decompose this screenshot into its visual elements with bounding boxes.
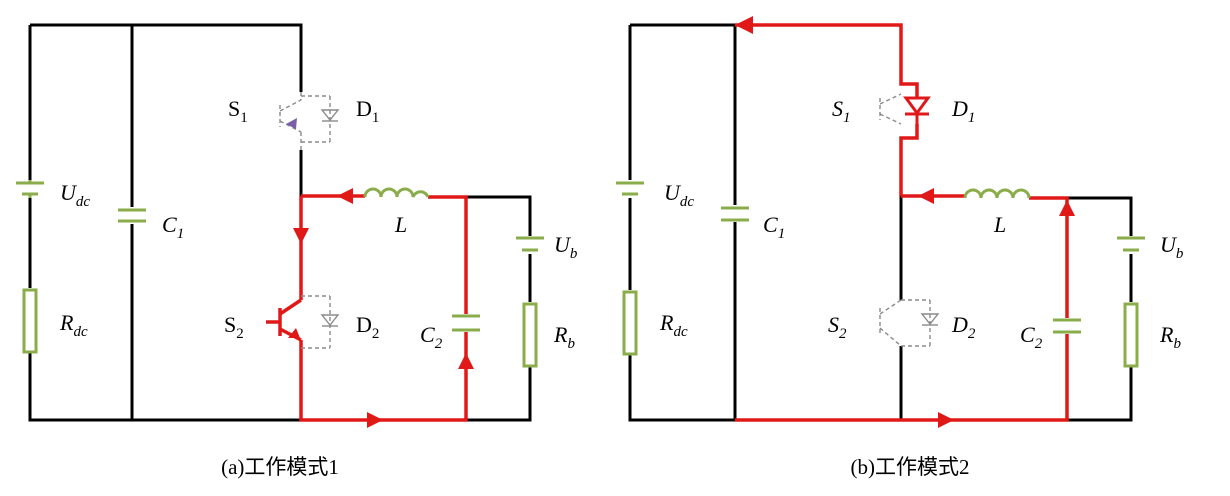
panel-b-label-s2: S2: [828, 312, 847, 342]
panel-a-label-s2: S2: [224, 312, 244, 342]
panel-a-label-c2: C2: [420, 322, 443, 352]
panel-a-label-c1: C1: [162, 212, 184, 242]
panel-a-label-s1: S1: [228, 96, 248, 126]
panel-a-current-path: [301, 196, 466, 420]
panel-b-arrow-right: [938, 412, 954, 428]
panel-a-black-wires: [30, 25, 530, 420]
panel-a-switch-s1: [280, 92, 338, 150]
panel-a-label-l: L: [394, 212, 407, 237]
panel-b-label-d2: D2: [951, 312, 976, 342]
panel-a-arrow-left: [337, 188, 353, 204]
panel-a-arrow-down: [293, 228, 309, 244]
panel-b-source-ub: [1117, 238, 1145, 250]
panel-a-inductor-l: [365, 189, 428, 197]
panel-a-label-ub: Ub: [554, 232, 578, 262]
panel-b-label-rb: Rb: [1159, 322, 1181, 352]
panel-b-inductor-l: [965, 190, 1029, 198]
panel-a-label-d1: D1: [356, 96, 379, 126]
panel-b-arrow-left-mid: [918, 188, 934, 204]
panel-b-switch-s1: [880, 94, 929, 124]
panel-a-capacitor-c1: [118, 210, 146, 221]
panel-a-label-rb: Rb: [553, 322, 575, 352]
panel-b-label-rdc: Rdc: [659, 310, 688, 340]
panel-b-resistor-rb: [1125, 304, 1137, 366]
panel-a-label-rdc: Rdc: [59, 310, 88, 340]
panel-b-source-udc: [616, 183, 644, 194]
panel-b-label-s1: S1: [832, 96, 851, 126]
panel-b-label-udc: Udc: [664, 180, 694, 210]
panel-a-capacitor-c2: [452, 316, 480, 330]
panel-a-label-d2: D2: [356, 312, 379, 342]
panel-b-black-wires: [630, 25, 1131, 420]
panel-b-capacitor-c2: [1053, 320, 1081, 332]
panel-b-label-l: L: [993, 212, 1006, 237]
panel-b: Udc C1 Rdc S1 D1 L S2 D2 C2 Ub Rb (b)工作模…: [616, 16, 1184, 479]
panel-a: Udc C1 Rdc S1 D1 L S2 D2 C2 Ub Rb (a)工作模…: [16, 25, 578, 479]
panel-a-resistor-rdc: [24, 290, 36, 352]
panel-a-source-udc: [16, 180, 44, 198]
panel-b-switch-s2: [880, 300, 938, 346]
panel-a-resistor-rb: [524, 304, 536, 366]
panel-b-capacitor-c1: [721, 208, 749, 220]
panel-b-label-c2: C2: [1020, 322, 1043, 352]
panel-b-caption: (b)工作模式2: [851, 455, 970, 479]
panel-b-label-d1: D1: [951, 96, 975, 126]
panel-a-arrow-up: [458, 353, 474, 369]
panel-b-label-ub: Ub: [1160, 232, 1184, 262]
panel-b-label-c1: C1: [763, 212, 785, 242]
panel-b-arrow-left-top: [735, 16, 753, 34]
panel-a-source-ub: [516, 238, 544, 250]
panel-b-resistor-rdc: [624, 292, 636, 354]
panel-a-label-udc: Udc: [60, 180, 90, 210]
panel-b-diode-d1: [906, 98, 928, 113]
panel-a-s1-emitter-mark: [286, 118, 297, 129]
panel-a-arrow-right: [367, 412, 383, 428]
panel-a-caption: (a)工作模式1: [221, 455, 339, 479]
panel-b-arrow-up: [1059, 200, 1075, 216]
